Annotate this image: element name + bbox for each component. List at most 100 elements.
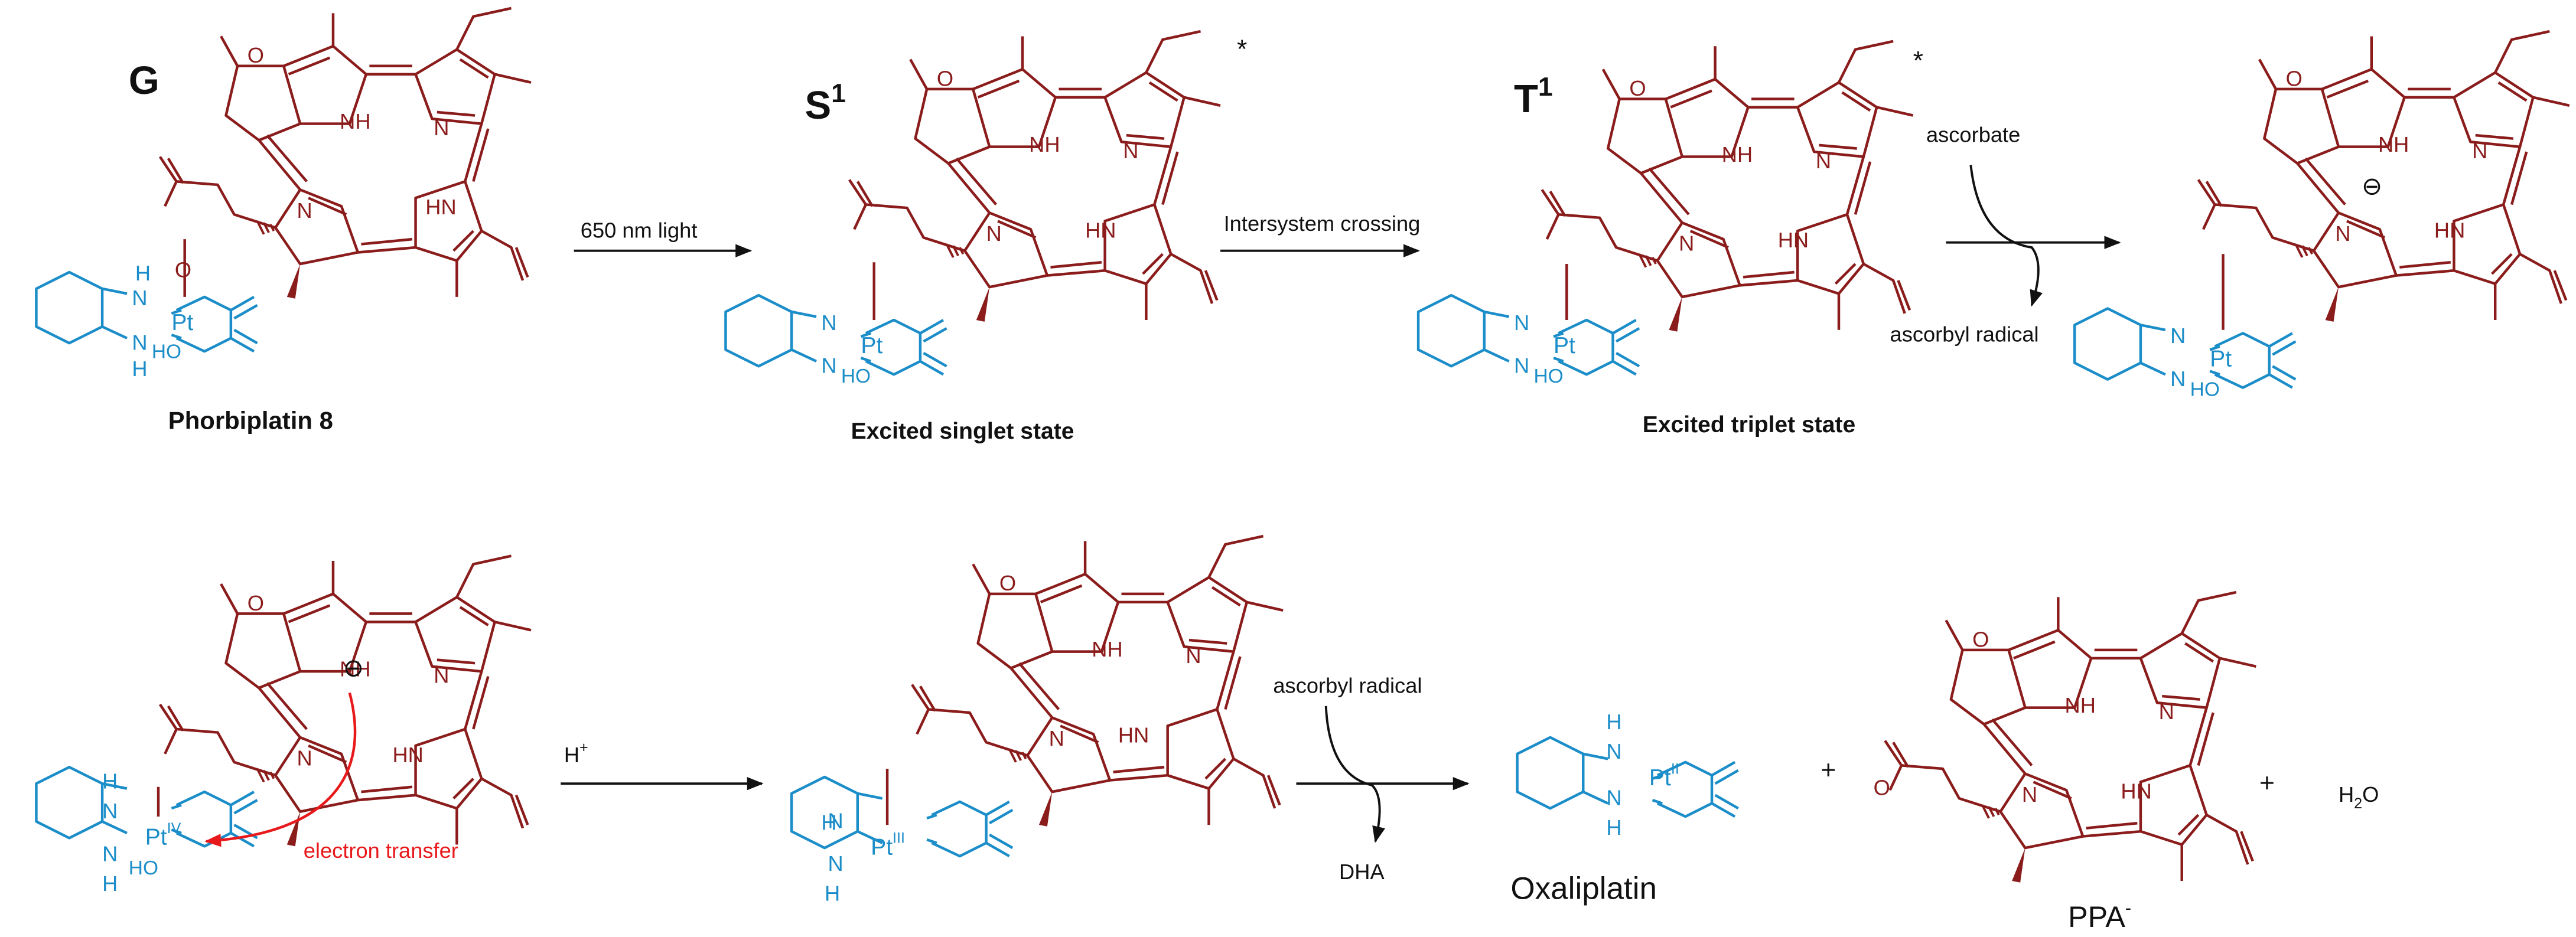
hn-label: HN: [2434, 218, 2465, 242]
n-label: N: [102, 799, 118, 823]
n-label: N: [2170, 324, 2186, 348]
n-label: N: [132, 286, 147, 310]
pt-ii-label: PtII: [1649, 760, 1679, 791]
nh-label: NH: [2378, 132, 2409, 156]
n-label: N: [1514, 353, 1529, 377]
proton-arrow: H+: [561, 739, 764, 791]
nh-label: NH: [1722, 142, 1753, 166]
n-label: N: [1049, 726, 1064, 750]
singlet-state: S1 * O NH N HN N N N Pt HO Excited singl…: [725, 31, 1247, 444]
h-label: H: [1606, 815, 1621, 840]
oxaliplatin: H N N H PtII Oxaliplatin: [1510, 710, 1738, 906]
n-label: N: [1123, 139, 1138, 163]
light-arrow: 650 nm light: [574, 218, 753, 257]
carbonyl-o: O: [247, 591, 264, 615]
n-label: N: [828, 809, 844, 833]
dha-label: DHA: [1339, 860, 1385, 884]
isc-label: Intersystem crossing: [1224, 211, 1421, 236]
carbonyl-o: O: [247, 43, 264, 67]
h-label: H: [825, 882, 840, 906]
ground-state: G O NH N HN N O H N N H Pt HO Phorbiplat…: [36, 8, 531, 434]
nh-label: NH: [1029, 132, 1060, 156]
plus-sign: +: [2259, 769, 2275, 798]
n-label: N: [102, 841, 118, 866]
ho-label: HO: [129, 857, 158, 879]
hn-label: HN: [392, 743, 423, 767]
carbonyl-o: O: [937, 66, 953, 90]
nh-label: NH: [1092, 637, 1122, 661]
h-label: H: [135, 261, 151, 285]
n-label: N: [434, 116, 449, 140]
o-label: O: [1874, 776, 1890, 800]
electron-transfer-arrow: [204, 692, 357, 847]
pt-label: Pt: [2210, 346, 2232, 371]
triplet-star: *: [1913, 46, 1923, 75]
n-label: N: [132, 330, 147, 354]
n-label: N: [2159, 700, 2174, 724]
n-label: N: [2022, 782, 2037, 807]
h-label: H: [821, 810, 836, 834]
n-label: N: [1679, 231, 1694, 256]
hn-label: HN: [1778, 228, 1809, 252]
oxaliplatin-label: Oxaliplatin: [1510, 871, 1657, 906]
o-label: O: [175, 257, 191, 282]
n-label: N: [2170, 367, 2186, 391]
hn-label: HN: [2121, 779, 2151, 803]
n-label: N: [828, 851, 844, 876]
electron-transfer-label: electron transfer: [304, 838, 458, 863]
carbonyl-o: O: [2286, 66, 2303, 90]
singlet-star: *: [1237, 35, 1247, 64]
pt-label: Pt: [171, 310, 193, 335]
nh-label: NH: [340, 657, 370, 681]
ascorbate-label: ascorbate: [1926, 122, 2020, 146]
carbonyl-o: O: [1629, 76, 1646, 100]
pt-label: Pt: [1554, 333, 1575, 358]
isc-arrow: Intersystem crossing: [1220, 211, 1421, 257]
pt-label: Pt: [861, 333, 882, 358]
pt-iii-intermediate: O NH N HN N H N N H PtIII: [792, 536, 1283, 906]
n-label: N: [2472, 139, 2487, 163]
n-label: N: [2335, 221, 2350, 246]
ho-label: HO: [152, 341, 181, 363]
pt-iii-label: PtIII: [871, 830, 905, 860]
ppa-label: PPA-: [2068, 897, 2131, 933]
ascorbyl-radical-arrow: ascorbyl radical DHA: [1273, 673, 1470, 884]
reduced-intermediate: O NH N HN N ⊖ N N Pt HO: [2075, 31, 2570, 401]
ppa-anion: O NH N HN N O PPA-: [1874, 592, 2256, 933]
n-label: N: [1186, 644, 1201, 668]
hn-label: HN: [1118, 723, 1149, 747]
ground-state-label: G: [129, 58, 159, 103]
n-label: N: [434, 664, 449, 688]
h-label: H: [132, 357, 147, 381]
proton-label: H+: [564, 739, 588, 767]
nh-label: NH: [2065, 693, 2096, 717]
transfer-charge: ⊖: [343, 654, 364, 682]
singlet-caption: Excited singlet state: [851, 419, 1074, 444]
singlet-label: S1: [805, 79, 846, 128]
hn-label: HN: [425, 195, 456, 219]
h-label: H: [102, 769, 118, 794]
n-label: N: [297, 198, 312, 223]
n-label: N: [1816, 149, 1831, 173]
triplet-caption: Excited triplet state: [1643, 412, 1856, 438]
carbonyl-o: O: [999, 571, 1016, 595]
n-label: N: [1606, 739, 1621, 763]
triplet-label: T1: [1514, 73, 1553, 121]
triplet-state: T1 * O NH N HN N N N Pt HO Excited tripl…: [1418, 41, 1923, 438]
n-label: N: [821, 311, 836, 335]
ho-label: HO: [2190, 379, 2220, 401]
electron-transfer-intermediate: O NH N HN N ⊖ H N N H PtIV HO electron t…: [36, 556, 531, 896]
light-label: 650 nm light: [581, 218, 698, 242]
ground-state-caption: Phorbiplatin 8: [168, 406, 333, 434]
n-label: N: [986, 221, 1002, 246]
n-label: N: [1606, 785, 1621, 809]
ho-label: HO: [841, 365, 871, 387]
h-label: H: [1606, 710, 1621, 734]
ascorbate-arrow: ascorbate ascorbyl radical: [1890, 122, 2121, 346]
hn-label: HN: [1085, 218, 1116, 242]
h-label: H: [102, 871, 118, 896]
negative-charge: ⊖: [2362, 172, 2382, 200]
pt-iv-label: PtIV: [145, 820, 181, 850]
plus-sign: +: [1821, 756, 1836, 785]
